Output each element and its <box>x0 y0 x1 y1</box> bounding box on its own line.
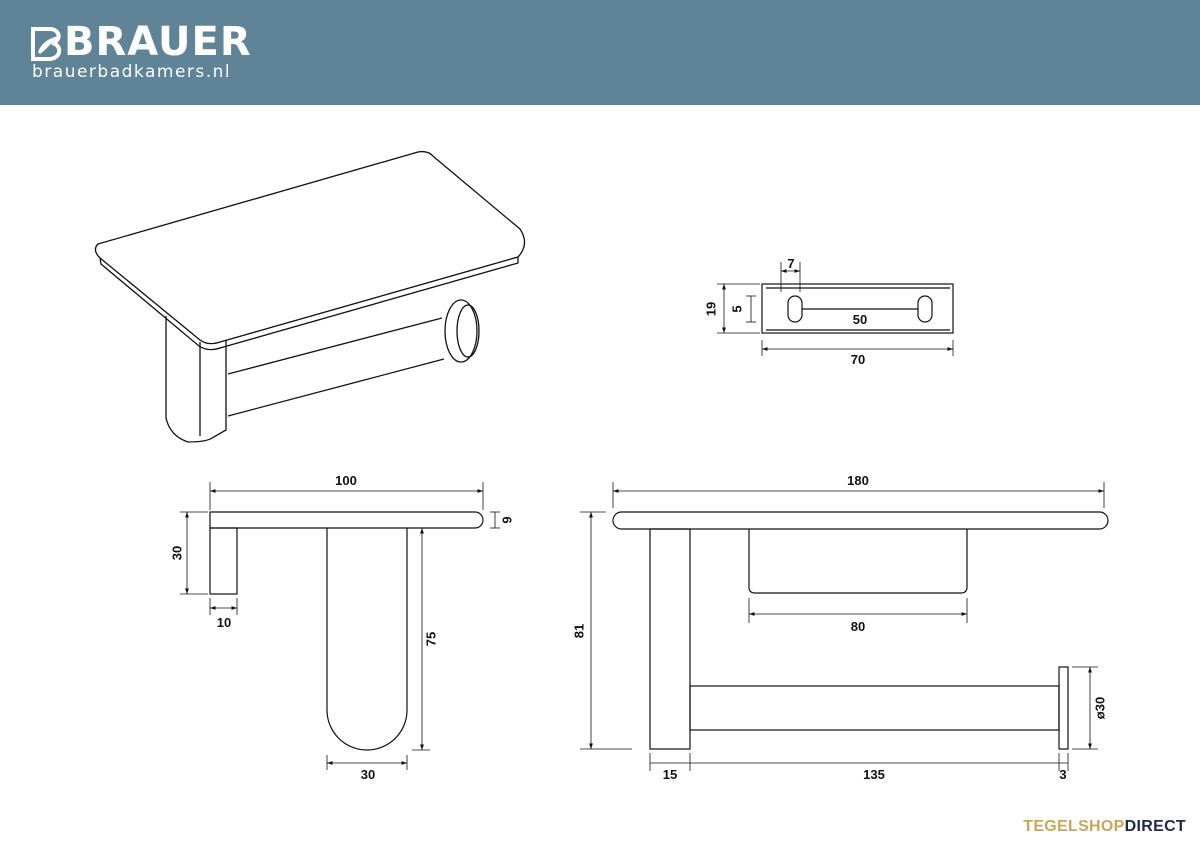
dim-plate-thickness: 10 <box>217 615 231 630</box>
brand-website: brauerbadkamers.nl <box>32 62 232 82</box>
dim-slot-length: 50 <box>853 312 867 327</box>
side-view <box>180 482 500 770</box>
dim-roll-diameter: ø30 <box>1092 697 1107 719</box>
brauer-leaf-logo-icon <box>31 27 62 61</box>
shop-logo-part1: TEGELSHOP <box>1023 818 1125 835</box>
dim-hole-spacing: 7 <box>787 256 794 271</box>
dim-plate-height: 19 <box>703 302 718 316</box>
top-view <box>717 262 954 356</box>
shop-logo[interactable]: TEGELSHOPDIRECT <box>1023 818 1186 836</box>
front-view <box>580 482 1109 771</box>
dim-total-height: 81 <box>571 624 586 638</box>
dim-tray-width: 80 <box>851 619 865 634</box>
dim-shelf-thickness: 6 <box>500 516 515 523</box>
isometric-view <box>94 150 526 443</box>
dim-slot: 5 <box>729 305 744 312</box>
dim-total-width: 180 <box>847 473 869 488</box>
dim-bracket: 15 <box>663 767 677 782</box>
brand-header: BRAUER brauerbadkamers.nl <box>0 0 1200 105</box>
shop-logo-part2: DIRECT <box>1124 818 1186 835</box>
dim-cap: 3 <box>1059 767 1066 782</box>
brand-name: BRAUER <box>64 19 252 65</box>
dim-side-plate-height: 30 <box>169 546 184 560</box>
dim-depth: 100 <box>335 473 357 488</box>
dim-bracket-height: 75 <box>423 632 438 646</box>
dim-rod-length: 135 <box>863 767 885 782</box>
dim-bracket-width: 30 <box>361 767 375 782</box>
dim-plate-width: 70 <box>851 352 865 367</box>
